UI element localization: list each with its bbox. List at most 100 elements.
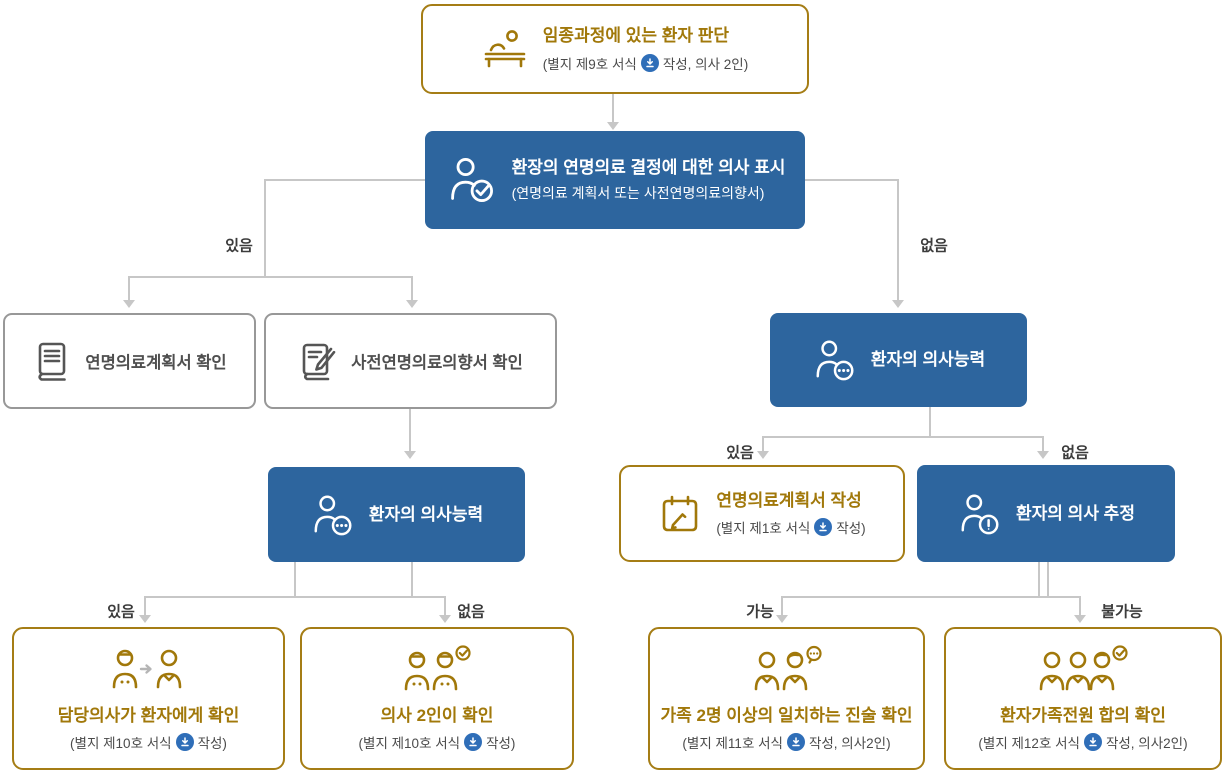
flow-line <box>929 407 931 438</box>
node-subtitle: (별지 제11호 서식 작성, 의사2인) <box>682 732 891 752</box>
flow-line <box>128 276 413 278</box>
node-plan-document-write: 연명의료계획서 작성 (별지 제1호 서식 작성) <box>619 465 905 562</box>
download-icon[interactable] <box>640 53 659 72</box>
flow-arrowhead <box>139 615 151 623</box>
person-exclamation-icon <box>957 491 1003 537</box>
subtitle-text-before: (별지 제12호 서식 <box>978 736 1080 752</box>
edge-label-capacity-left-yes: 있음 <box>107 603 135 621</box>
calendar-pen-icon <box>658 492 702 536</box>
flow-line <box>781 596 783 617</box>
flow-line <box>144 596 446 598</box>
node-subtitle: (별지 제1호 서식 작성) <box>716 517 866 537</box>
flow-arrowhead <box>123 300 135 308</box>
edge-label-estimate-impossible: 불가능 <box>1101 603 1143 621</box>
flow-line <box>264 179 266 277</box>
node-subtitle: (연명의료 계획서 또는 사전연명의료의향서) <box>511 185 765 202</box>
subtitle-text-before: (별지 제10호 서식 <box>70 736 172 752</box>
node-terminal-patient-judgment: 임종과정에 있는 환자 판단 (별지 제9호 서식 작성, 의사 2인) <box>421 4 809 94</box>
flow-line <box>1042 436 1044 453</box>
download-icon[interactable] <box>1083 733 1102 752</box>
person-dots-icon <box>310 492 356 538</box>
flow-line <box>1079 596 1081 617</box>
node-title: 담당의사가 환자에게 확인 <box>57 705 240 725</box>
flow-line <box>612 94 614 123</box>
flow-arrowhead <box>406 300 418 308</box>
subtitle-text-after: 작성) <box>197 736 227 752</box>
edge-label-capacity-left-no: 없음 <box>457 603 485 621</box>
node-subtitle: (별지 제10호 서식 작성) <box>70 732 227 752</box>
flow-arrowhead <box>1037 451 1049 459</box>
node-title: 임종과정에 있는 환자 판단 <box>542 26 730 46</box>
flow-line <box>897 179 899 302</box>
flow-arrowhead <box>404 451 416 459</box>
node-title: 환자가족전원 합의 확인 <box>1000 705 1166 725</box>
flow-line <box>444 596 446 617</box>
two-doctors-check-icon <box>387 645 487 697</box>
edge-label-estimate-possible: 가능 <box>746 603 774 621</box>
flow-arrowhead <box>439 615 451 623</box>
subtitle-text-after: 작성) <box>486 736 516 752</box>
node-title: 환자의 의사능력 <box>368 504 484 524</box>
node-family-two-statements-confirm: 가족 2명 이상의 일치하는 진술 확인 (별지 제11호 서식 작성, 의사2… <box>648 627 925 770</box>
edge-label-capacity-right-no: 없음 <box>1061 444 1089 462</box>
node-patient-capacity-left: 환자의 의사능력 <box>268 467 525 562</box>
node-title: 연명의료계획서 작성 <box>716 490 862 510</box>
family-statement-icon <box>737 645 837 697</box>
flow-line <box>409 409 411 453</box>
edge-label-intent-yes: 있음 <box>225 237 253 255</box>
edge-label-intent-no: 없음 <box>920 237 948 255</box>
node-advance-directive-check: 사전연명의료의향서 확인 <box>264 313 557 409</box>
download-icon[interactable] <box>814 518 833 537</box>
doctor-to-patient-icon <box>101 645 197 697</box>
patient-bed-icon <box>482 28 528 70</box>
flow-line <box>781 596 1081 598</box>
subtitle-text-after: 작성) <box>836 521 866 537</box>
flow-arrowhead <box>607 122 619 130</box>
download-icon[interactable] <box>464 733 483 752</box>
subtitle-text-before: (별지 제1호 서식 <box>716 521 811 537</box>
node-family-all-agreement-confirm: 환자가족전원 합의 확인 (별지 제12호 서식 작성, 의사2인) <box>944 627 1222 770</box>
node-title: 의사 2인이 확인 <box>380 705 494 725</box>
node-title: 사전연명의료의향서 확인 <box>351 354 523 372</box>
flow-line <box>411 276 413 302</box>
flow-line <box>805 179 898 181</box>
node-title: 환장의 연명의료 결정에 대한 의사 표시 <box>511 157 786 177</box>
flow-arrowhead <box>776 615 788 623</box>
node-subtitle: (별지 제10호 서식 작성) <box>358 732 516 752</box>
download-icon[interactable] <box>786 733 805 752</box>
edge-label-capacity-right-yes: 있음 <box>726 444 754 462</box>
family-all-check-icon <box>1028 645 1138 697</box>
flow-line <box>144 596 146 617</box>
flow-line <box>128 276 130 302</box>
node-patient-intent-estimation: 환자의 의사 추정 <box>917 465 1175 562</box>
node-patient-capacity-right: 환자의 의사능력 <box>770 313 1027 407</box>
node-subtitle: (별지 제12호 서식 작성, 의사2인) <box>978 732 1188 752</box>
subtitle-text-before: (별지 제11호 서식 <box>682 736 783 752</box>
subtitle-text-before: (별지 제10호 서식 <box>358 736 461 752</box>
flow-arrowhead <box>892 300 904 308</box>
node-title: 연명의료계획서 확인 <box>85 354 227 372</box>
subtitle-text-before: (별지 제9호 서식 <box>542 56 637 72</box>
flow-line <box>264 179 425 181</box>
person-check-icon <box>445 154 497 206</box>
flow-line <box>762 436 1044 438</box>
person-dots-icon <box>812 337 858 383</box>
subtitle-text-after: 작성, 의사2인) <box>808 736 891 752</box>
flow-line <box>762 436 764 453</box>
node-two-doctors-confirm: 의사 2인이 확인 (별지 제10호 서식 작성) <box>300 627 574 770</box>
node-title: 환자의 의사 추정 <box>1016 503 1135 523</box>
flow-line <box>1038 562 1040 598</box>
node-patient-intent-expression: 환장의 연명의료 결정에 대한 의사 표시 (연명의료 계획서 또는 사전연명의… <box>425 131 805 229</box>
flow-line <box>294 562 296 598</box>
node-plan-document-check: 연명의료계획서 확인 <box>3 313 256 409</box>
subtitle-text-after: 작성, 의사2인) <box>1105 736 1188 752</box>
document-pen-icon <box>298 340 338 382</box>
node-subtitle: (별지 제9호 서식 작성, 의사 2인) <box>543 53 748 73</box>
download-icon[interactable] <box>175 733 194 752</box>
document-lines-icon <box>32 340 72 382</box>
flow-arrowhead <box>1074 615 1086 623</box>
flow-line <box>1047 562 1049 598</box>
node-doctor-confirms-patient: 담당의사가 환자에게 확인 (별지 제10호 서식 작성) <box>12 627 285 770</box>
flow-arrowhead <box>757 451 769 459</box>
